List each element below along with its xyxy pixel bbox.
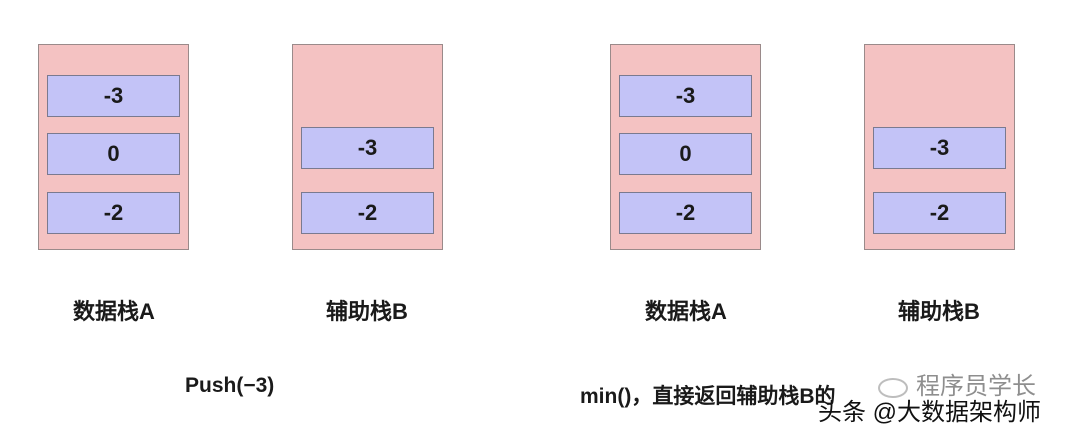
right-data-stack: -3 0 -2 xyxy=(610,44,761,250)
wechat-icon xyxy=(878,377,908,398)
watermark-main: 头条 @大数据架构师 xyxy=(818,399,1042,426)
stack-cell: -3 xyxy=(619,75,752,117)
watermark-faint: 程序员学长 xyxy=(878,366,1036,401)
stack-cell: -2 xyxy=(619,192,752,234)
right-aux-stack-label: 辅助栈B xyxy=(898,299,980,324)
stack-cell: -3 xyxy=(47,75,180,117)
left-caption: Push(−3) xyxy=(185,374,275,397)
stack-cell: -3 xyxy=(301,127,434,169)
right-aux-stack: -3 -2 xyxy=(864,44,1015,250)
stack-cell: 0 xyxy=(619,133,752,175)
stack-cell: -3 xyxy=(873,127,1006,169)
left-aux-stack: -3 -2 xyxy=(292,44,443,250)
stack-cell: -2 xyxy=(873,192,1006,234)
right-caption: min()，直接返回辅助栈B的 xyxy=(580,385,836,408)
left-data-stack-label: 数据栈A xyxy=(73,299,155,324)
stack-cell: -2 xyxy=(47,192,180,234)
right-data-stack-label: 数据栈A xyxy=(645,299,727,324)
stack-cell: -2 xyxy=(301,192,434,234)
left-data-stack: -3 0 -2 xyxy=(38,44,189,250)
left-aux-stack-label: 辅助栈B xyxy=(326,299,408,324)
stack-cell: 0 xyxy=(47,133,180,175)
